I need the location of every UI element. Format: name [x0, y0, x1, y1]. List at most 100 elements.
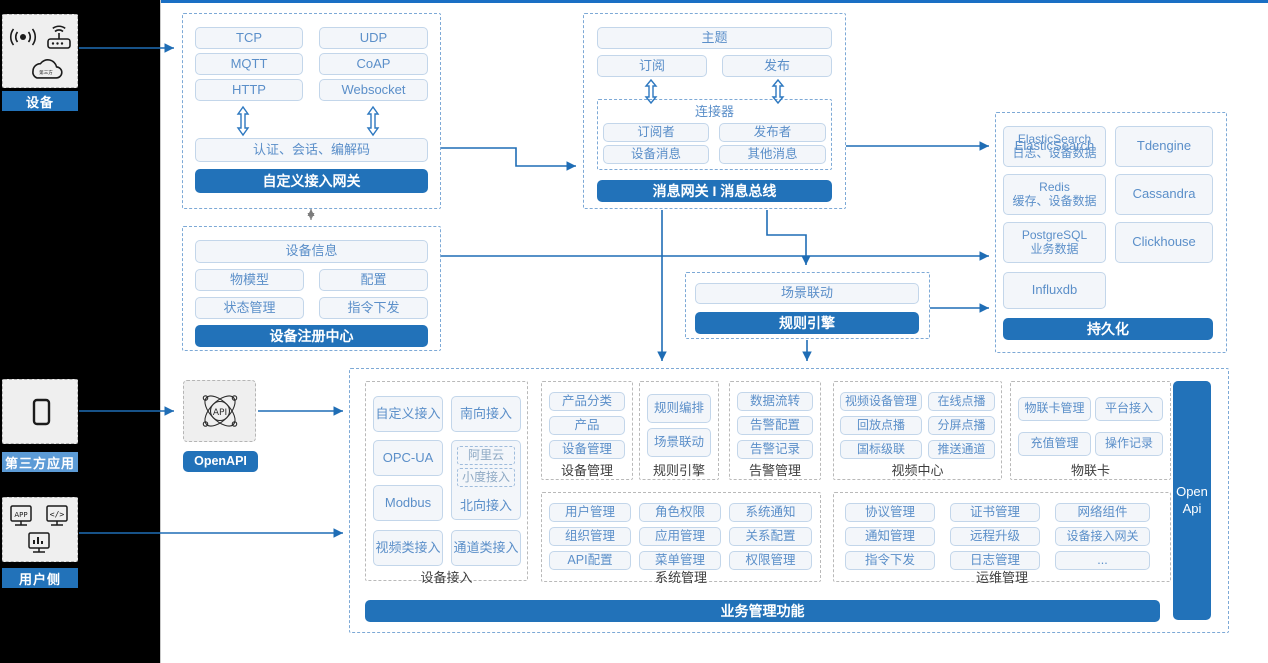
om-network-component[interactable]: 网络组件 [1055, 503, 1150, 522]
protocol-coap[interactable]: CoAP [319, 53, 428, 75]
ic-recharge-mgmt[interactable]: 充值管理 [1018, 432, 1091, 456]
rule-engine-title[interactable]: 规则引擎 [695, 312, 919, 334]
protocol-websocket[interactable]: Websocket [319, 79, 428, 101]
store-postgresql[interactable] [1003, 222, 1106, 263]
store-elasticsearch[interactable]: ElasticSearch [1003, 126, 1106, 167]
sm-menu-mgmt[interactable]: 菜单管理 [639, 551, 721, 570]
dm-product[interactable]: 产品 [549, 416, 625, 435]
svg-text:APP: APP [14, 511, 27, 519]
vc-device-mgmt[interactable]: 视频设备管理 [840, 392, 922, 411]
connector-publisher[interactable]: 发布者 [719, 123, 826, 142]
protocol-tcp[interactable]: TCP [195, 27, 303, 49]
dm-product-category[interactable]: 产品分类 [549, 392, 625, 411]
access-xiaodu[interactable]: 小度接入 [457, 468, 515, 487]
openapi-badge[interactable]: OpenAPI [183, 451, 258, 472]
rule-engine-biz-caption: 规则引擎 [652, 462, 705, 478]
am-alarm-config[interactable]: 告警配置 [737, 416, 813, 435]
registry-state-mgmt[interactable]: 状态管理 [195, 297, 304, 319]
am-alarm-record[interactable]: 告警记录 [737, 440, 813, 459]
device-label: 设备 [2, 91, 78, 111]
pg-sub: 业务数据 [1030, 241, 1079, 256]
persistence-title[interactable]: 持久化 [1003, 318, 1213, 340]
ic-operation-log[interactable]: 操作记录 [1095, 432, 1163, 456]
re-scene-linkage[interactable]: 场景联动 [647, 428, 711, 457]
om-log-mgmt[interactable]: 日志管理 [950, 551, 1040, 570]
protocol-http[interactable]: HTTP [195, 79, 303, 101]
store-elasticsearch-text: ElasticSearch 日志、设备数据 [1003, 126, 1106, 167]
am-data-flow[interactable]: 数据流转 [737, 392, 813, 411]
system-mgmt-group [541, 492, 821, 582]
vc-push-channel[interactable]: 推送通道 [928, 440, 995, 459]
publish-pill[interactable]: 发布 [722, 55, 832, 77]
sm-role-permission[interactable]: 角色权限 [639, 503, 721, 522]
sm-system-notice[interactable]: 系统通知 [729, 503, 812, 522]
sm-app-mgmt[interactable]: 应用管理 [639, 527, 721, 546]
store-redis[interactable] [1003, 174, 1106, 215]
protocol-mqtt[interactable]: MQTT [195, 53, 303, 75]
om-command-dispatch[interactable]: 指令下发 [845, 551, 935, 570]
store-clickhouse[interactable]: Clickhouse [1115, 222, 1213, 263]
access-southbound[interactable]: 南向接入 [451, 396, 521, 432]
registry-config[interactable]: 配置 [319, 269, 428, 291]
ic-card-mgmt[interactable]: 物联卡管理 [1018, 397, 1091, 421]
access-modbus[interactable]: Modbus [373, 485, 443, 521]
store-influxdb[interactable]: Influxdb [1003, 272, 1106, 309]
om-cert-mgmt[interactable]: 证书管理 [950, 503, 1040, 522]
message-bus-title[interactable]: 消息网关 I 消息总线 [597, 180, 832, 202]
re-orchestration[interactable]: 规则编排 [647, 394, 711, 423]
om-notice-mgmt[interactable]: 通知管理 [845, 527, 935, 546]
om-protocol-mgmt[interactable]: 协议管理 [845, 503, 935, 522]
ic-platform-access[interactable]: 平台接入 [1095, 397, 1163, 421]
connector-device-message[interactable]: 设备消息 [603, 145, 709, 164]
access-opcua[interactable]: OPC-UA [373, 440, 443, 476]
device-info-pill[interactable]: 设备信息 [195, 240, 428, 263]
open-api-side-bar[interactable]: Open Api [1173, 381, 1211, 620]
vc-split-screen[interactable]: 分屏点播 [928, 416, 995, 435]
ops-mgmt-group [833, 492, 1171, 582]
access-gateway-title[interactable]: 自定义接入网关 [195, 169, 428, 193]
redis-sub: 缓存、设备数据 [1012, 193, 1097, 208]
protocol-udp[interactable]: UDP [319, 27, 428, 49]
video-center-group [833, 381, 1002, 480]
om-device-gateway[interactable]: 设备接入网关 [1055, 527, 1150, 546]
access-video[interactable]: 视频类接入 [373, 530, 443, 566]
registry-thing-model[interactable]: 物模型 [195, 269, 304, 291]
device-registry-title[interactable]: 设备注册中心 [195, 325, 428, 347]
top-accent-rule [161, 0, 1268, 3]
connector-subscriber[interactable]: 订阅者 [603, 123, 709, 142]
sm-relation-config[interactable]: 关系配置 [729, 527, 812, 546]
topic-pill[interactable]: 主题 [597, 27, 832, 49]
pg-name: PostgreSQL [1021, 227, 1088, 242]
codec-pill[interactable]: 认证、会话、编解码 [195, 138, 428, 162]
access-channel[interactable]: 通道类接入 [451, 530, 521, 566]
dm-device-management[interactable]: 设备管理 [549, 440, 625, 459]
sm-permission-mgmt[interactable]: 权限管理 [729, 551, 812, 570]
scene-linkage-pill[interactable]: 场景联动 [695, 283, 919, 304]
connector-group [597, 99, 832, 170]
device-registry-group [182, 226, 441, 351]
registry-command-dispatch[interactable]: 指令下发 [319, 297, 428, 319]
openapi-icon-box: API [183, 380, 256, 442]
vc-playback[interactable]: 回放点播 [840, 416, 922, 435]
om-more[interactable]: ... [1055, 551, 1150, 570]
sm-org-mgmt[interactable]: 组织管理 [549, 527, 631, 546]
business-function-bar[interactable]: 业务管理功能 [365, 600, 1160, 622]
iot-card-group [1010, 381, 1171, 480]
access-custom[interactable]: 自定义接入 [373, 396, 443, 432]
third-party-icon-box [2, 379, 78, 444]
access-aliyun[interactable]: 阿里云 [457, 446, 515, 465]
message-bus-group [583, 13, 846, 209]
vc-gb-cascade[interactable]: 国标级联 [840, 440, 922, 459]
sm-api-config[interactable]: API配置 [549, 551, 631, 570]
vc-live-vod[interactable]: 在线点播 [928, 392, 995, 411]
store-tdengine[interactable]: Tdengine [1115, 126, 1213, 167]
svg-text:</>: </> [50, 510, 65, 519]
rail-divider [160, 0, 161, 663]
connector-other-message[interactable]: 其他消息 [719, 145, 826, 164]
om-remote-upgrade[interactable]: 远程升级 [950, 527, 1040, 546]
device-icons-svg: 第三方 [9, 25, 71, 79]
store-cassandra[interactable]: Cassandra [1115, 174, 1213, 215]
rule-engine-biz-group [639, 381, 719, 480]
subscribe-pill[interactable]: 订阅 [597, 55, 707, 77]
sm-user-mgmt[interactable]: 用户管理 [549, 503, 631, 522]
